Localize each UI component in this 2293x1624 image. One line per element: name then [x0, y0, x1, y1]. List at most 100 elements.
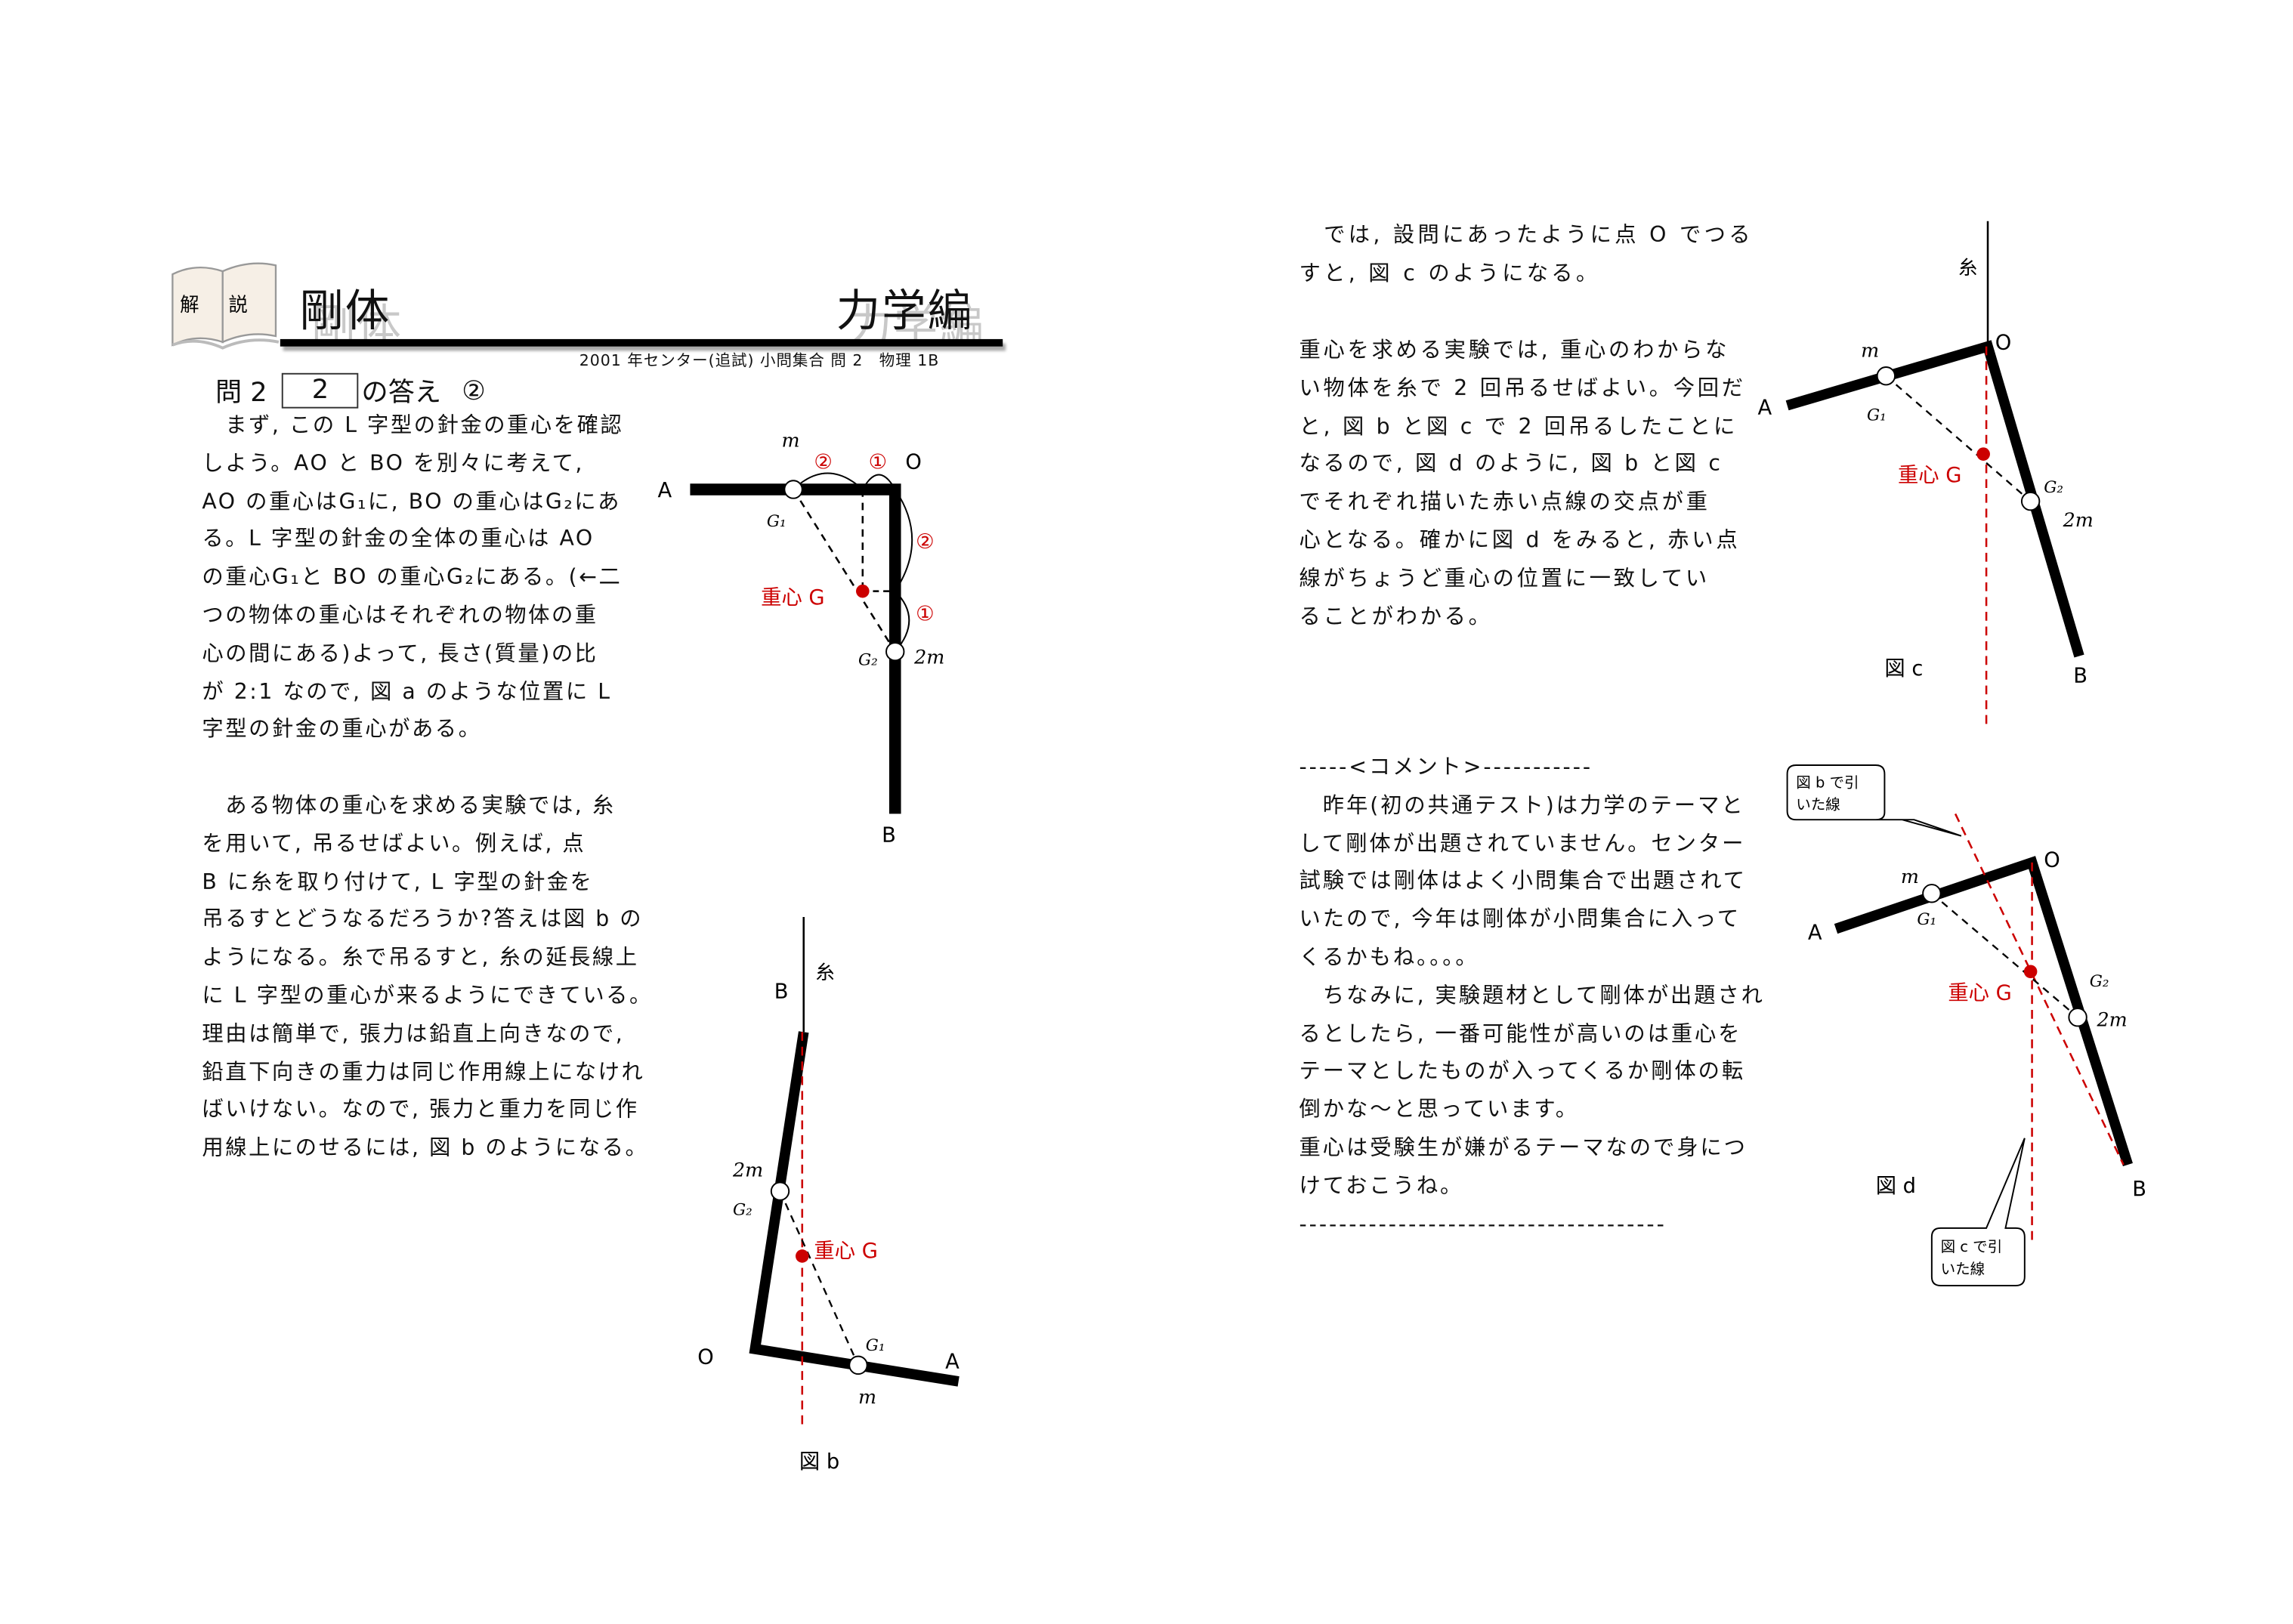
text-line: して剛体が出題されていません。センター: [1299, 832, 1746, 857]
label-string: 糸: [1958, 256, 1977, 279]
figure-b: 糸 B 2m G₂ 重心 G O G₁ m A 図 b: [697, 917, 960, 1474]
text-line: る。L 字型の針金の全体の重心は AO: [202, 528, 595, 552]
callout-fig-b-line: 図 b で引 いた線: [1786, 764, 1962, 837]
explanation-paragraph-3: では, 設問にあったように点 O でつるすと, 図 c のようになる。: [1299, 218, 1754, 295]
ratio-label: ②: [814, 451, 833, 474]
ratio-label: ①: [869, 451, 887, 474]
question-label: 問 2: [215, 377, 267, 409]
text-line: ちなみに, 実験題材として剛体が出題され: [1299, 984, 1765, 1008]
text-line: 用線上にのせるには, 図 b のようになる。: [202, 1137, 649, 1161]
label-m: m: [1901, 865, 1919, 888]
callout-text: 図 b で引: [1796, 773, 1859, 791]
text-line: では, 設問にあったように点 O でつる: [1299, 224, 1754, 248]
text-line: ばいけない。なので, 張力と重力を同じ作: [202, 1098, 639, 1123]
text-line: すと, 図 c のようになる。: [1299, 262, 1601, 286]
question-heading: 問 2 2 の答え ②: [215, 372, 486, 410]
text-line: 昨年(初の共通テスト)は力学のテーマと: [1299, 794, 1745, 818]
g1-point: [1922, 884, 1942, 903]
text-line: るとしたら, 一番可能性が高いのは重心を: [1299, 1022, 1742, 1046]
source-line: 2001 年センター(追試) 小問集合 問 2 物理 1B: [579, 352, 940, 370]
comment-block: -----<コメント>----------- 昨年(初の共通テスト)は力学のテー…: [1299, 750, 1765, 1245]
answer-blank: 2: [282, 372, 359, 409]
label-b: B: [882, 823, 896, 847]
text-line: まず, この L 字型の針金の重心を確認: [202, 414, 624, 438]
text-line: しよう。AO と BO を別々に考えて,: [202, 452, 584, 477]
label-g1: G₁: [1867, 406, 1887, 425]
g2-point: [2068, 1008, 2087, 1027]
label-g1: G₁: [866, 1336, 885, 1355]
ratio-label: ②: [916, 530, 935, 554]
header-rule: [280, 338, 1003, 347]
text-line: けておこうね。: [1299, 1175, 1464, 1199]
text-line: 理由は簡単で, 張力は鉛直上向きなので,: [202, 1023, 625, 1047]
figure-a: A m ② ① O ② ① G₁ 重心 G G₂ 2m B: [658, 428, 945, 847]
g2-point: [770, 1181, 790, 1201]
label-b: B: [2073, 665, 2087, 688]
question-suffix: の答え: [361, 377, 441, 409]
cog-point: [1976, 447, 1990, 461]
label-g2: G₂: [2044, 478, 2063, 497]
label-string: 糸: [815, 961, 834, 983]
label-cog: 重心 G: [761, 586, 824, 610]
dashed-line: [779, 1190, 860, 1366]
text-line: 試験では剛体はよく小問集合で出題されて: [1299, 870, 1748, 894]
text-line: くるかもね。。。。: [1299, 946, 1479, 971]
label-m: m: [858, 1385, 876, 1408]
text-line: 字型の針金の重心がある。: [202, 718, 482, 743]
ratio-label: ①: [916, 603, 935, 626]
label-2m: 2m: [2063, 508, 2094, 531]
text-line: が 2:1 なので, 図 a のような位置に L: [202, 680, 612, 705]
figure-d: m A O G₁ 重心 G G₂ 2m B 図 d 図 b で引 いた線 図 c…: [1786, 764, 2146, 1286]
label-m: m: [1861, 338, 1879, 361]
text-line: AO の重心はG₁に, BO の重心はG₂にあ: [202, 490, 621, 514]
cog-point: [856, 584, 870, 598]
dashed-line: [1885, 375, 2032, 502]
label-o: O: [697, 1345, 714, 1369]
label-2m: 2m: [913, 645, 944, 668]
red-dashed-line-b: [1954, 813, 2125, 1166]
label-o: O: [2044, 849, 2060, 872]
caption-fig-b: 図 b: [799, 1450, 839, 1474]
label-o: O: [1995, 332, 2012, 355]
text-line: 重心は受験生が嫌がるテーマなので身につ: [1299, 1136, 1748, 1161]
text-line: の重心G₁と BO の重心G₂にある。(←二: [202, 566, 623, 591]
badge-char: 解: [180, 293, 199, 316]
label-g2: G₂: [733, 1200, 752, 1219]
explanation-paragraph-4: 重心を求める実験では, 重心のわからない物体を糸で 2 回吊るせばよい。今回だと…: [1299, 333, 1746, 638]
book-icon: 解 説: [167, 260, 285, 354]
text-line: テーマとしたものが入ってくるか剛体の転: [1299, 1061, 1746, 1085]
text-line: ることがわかる。: [1299, 605, 1493, 629]
text-line: を用いて, 吊るせばよい。例えば, 点: [202, 832, 586, 857]
g1-point: [783, 480, 803, 499]
text-line: 心となる。確かに図 d をみると, 赤い点: [1299, 529, 1741, 553]
label-a: A: [658, 479, 672, 502]
label-b: B: [2132, 1178, 2146, 1201]
explanation-paragraph-2: ある物体の重心を求める実験では, 糸を用いて, 吊るせばよい。例えば, 点 B に…: [202, 789, 652, 1169]
text-line: ようになる。糸で吊るすと, 糸の延長線上: [202, 946, 639, 971]
page-title: 剛体: [299, 286, 391, 338]
text-line: に L 字型の重心が来るようにできている。: [202, 984, 653, 1009]
caption-fig-d: 図 d: [1876, 1175, 1916, 1198]
g2-point: [885, 642, 905, 662]
dashed-line: [792, 489, 896, 653]
answer-choice: ②: [462, 375, 486, 406]
text-line: ある物体の重心を求める実験では, 糸: [202, 795, 616, 819]
badge-char: 説: [229, 293, 248, 316]
text-line: いたので, 今年は剛体が小問集合に入って: [1299, 908, 1741, 932]
label-g1: G₁: [1917, 910, 1936, 929]
text-line: 倒かな～と思っています。: [1299, 1098, 1580, 1122]
text-line: 鉛直下向きの重力は同じ作用線上になけれ: [202, 1061, 645, 1085]
label-g2: G₂: [858, 650, 878, 669]
text-line: なるので, 図 d のように, 図 b と図 c: [1299, 452, 1723, 477]
label-a: A: [1808, 921, 1822, 944]
text-line: 重心を求める実験では, 重心のわからな: [1299, 338, 1730, 363]
text-line: B に糸を取り付けて, L 字型の針金を: [202, 870, 594, 894]
label-cog: 重心 G: [1898, 464, 1961, 487]
callout-fig-c-line: 図 c で引 いた線: [1930, 1138, 2026, 1286]
callout-text: いた線: [1796, 796, 1840, 814]
label-2m: 2m: [732, 1159, 763, 1181]
figure-c: 糸 O m A G₁ 重心 G G₂ 2m B 図 c: [1758, 221, 2094, 730]
text-line: 吊るすとどうなるだろうか?答えは図 b の: [202, 909, 644, 933]
